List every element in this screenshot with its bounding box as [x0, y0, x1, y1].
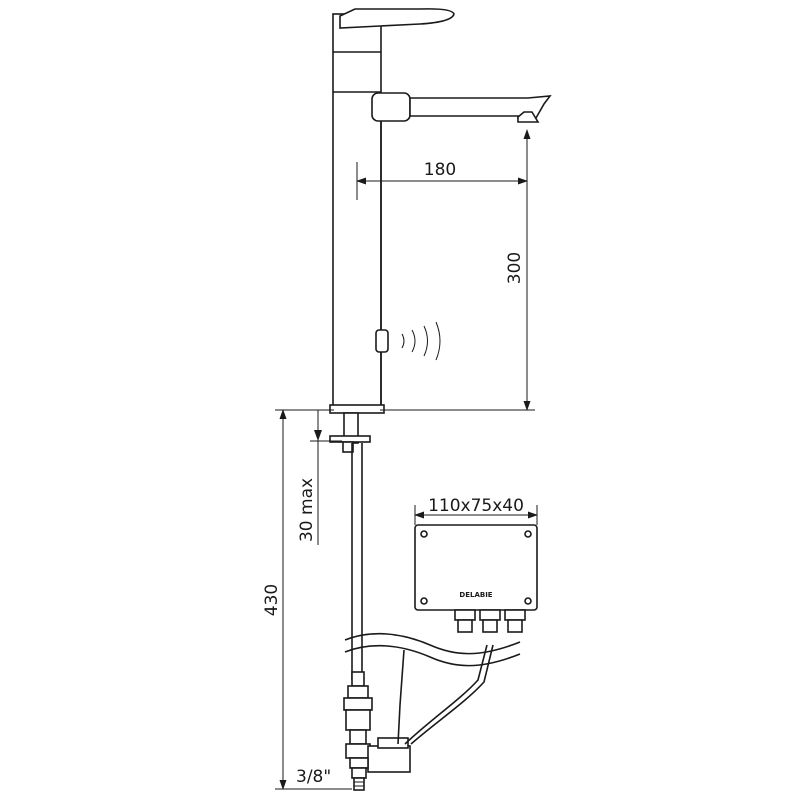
aerator — [517, 111, 540, 123]
dimension-label-deck: 30 max — [297, 478, 317, 542]
dimension-deck-thickness: 30 max — [297, 410, 342, 545]
dimension-box-size: 110x75x40 — [414, 496, 538, 525]
sensor-window — [375, 329, 389, 353]
base-ring — [329, 404, 385, 414]
cable — [397, 644, 494, 745]
faucet-body — [329, 8, 552, 414]
dimension-connection: 3/8" — [296, 767, 331, 787]
thread-connector — [353, 777, 365, 791]
dimension-label-total: 430 — [262, 584, 282, 616]
break-lines — [344, 632, 521, 667]
dimension-total-height: 430 — [262, 409, 352, 790]
dimension-label-box: 110x75x40 — [428, 496, 524, 516]
brand-label: DELABIE — [459, 591, 492, 599]
dimension-label-height: 300 — [505, 252, 525, 284]
solenoid-body — [367, 745, 411, 773]
dimension-label-reach: 180 — [424, 160, 456, 180]
lever-handle — [339, 8, 455, 29]
dimension-spout-reach: 180 — [356, 160, 528, 200]
sensor-wave-icon — [401, 321, 441, 361]
box-housing — [414, 524, 538, 611]
dimension-spout-height: 300 — [380, 129, 535, 411]
spout-collar — [371, 92, 411, 122]
faucet-column — [332, 13, 382, 409]
solenoid-valve-assembly — [343, 671, 411, 791]
mounting-shank — [329, 412, 371, 680]
cable-glands — [454, 609, 526, 633]
control-box: DELABIE — [414, 524, 538, 633]
dimension-label-connection: 3/8" — [296, 767, 331, 787]
